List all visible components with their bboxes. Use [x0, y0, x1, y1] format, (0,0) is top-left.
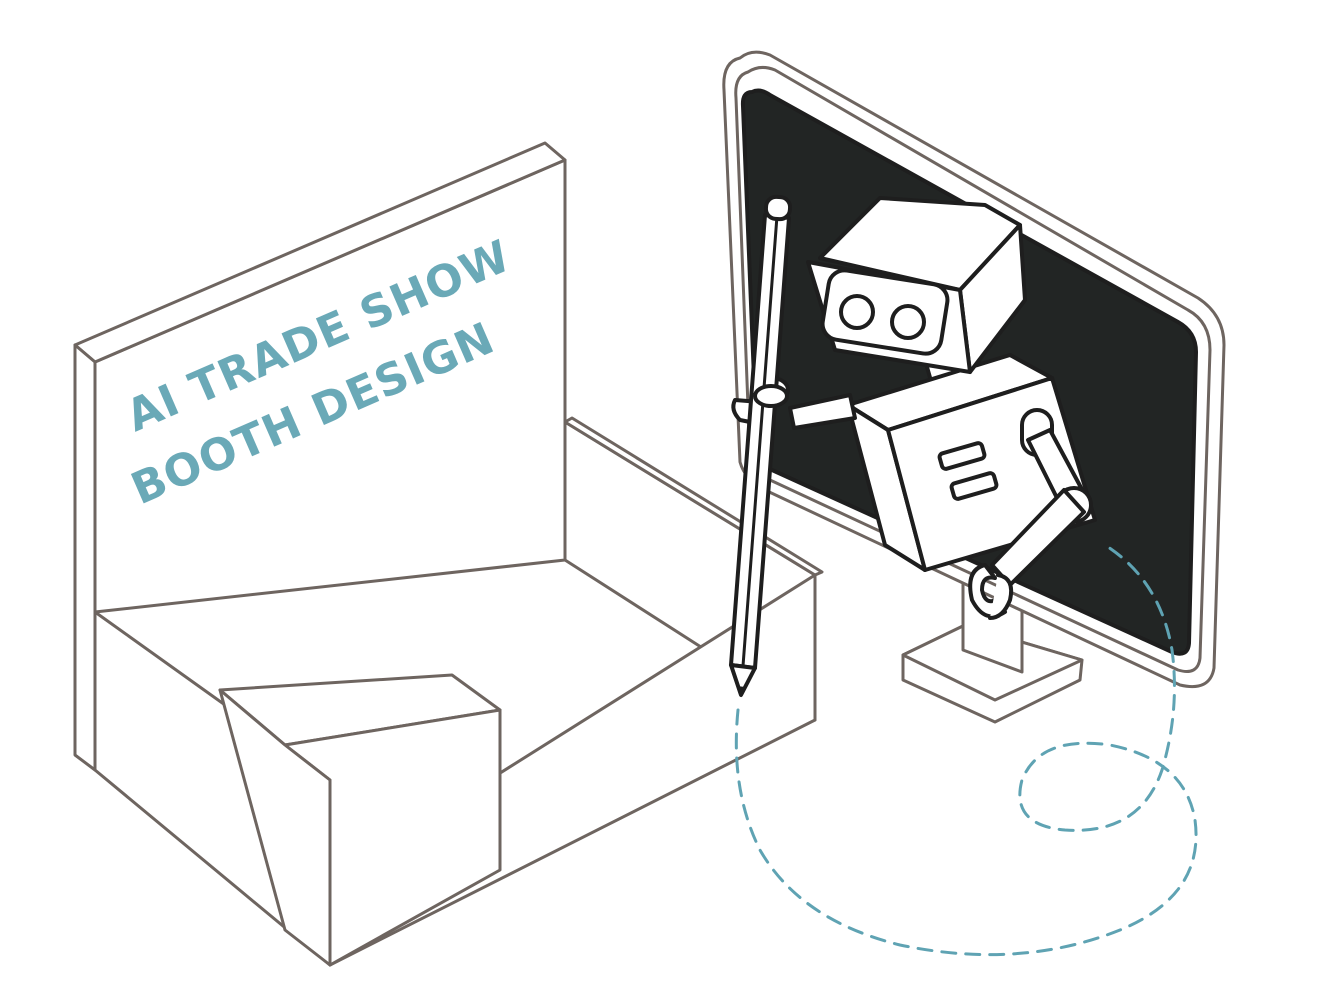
trade-show-booth: AI TRADE SHOW BOOTH DESIGN	[73, 141, 824, 967]
robot-body-slot-1	[937, 441, 987, 471]
robot-body-slot-2	[949, 471, 999, 501]
pencil-lead	[737, 686, 745, 695]
pencil-facet-line	[741, 214, 779, 668]
robot-left-eye	[839, 294, 875, 330]
robot-left-arm	[731, 376, 857, 430]
booth-back-wall-left-edge	[73, 343, 97, 772]
booth-counter	[218, 673, 502, 967]
robot-head	[806, 196, 1027, 374]
pencil	[729, 194, 793, 697]
robot-claw-2	[988, 573, 1014, 620]
pencil-eraser	[763, 194, 793, 222]
robot-grip-ring	[753, 384, 789, 408]
robot	[731, 196, 1097, 620]
pencil-tip	[729, 663, 757, 697]
robot-left-upper-arm	[788, 393, 857, 430]
robot-right-arm	[968, 408, 1093, 620]
counter-side	[218, 688, 332, 967]
robot-right-eye	[890, 304, 926, 340]
dashed-drawing-path	[734, 543, 1198, 957]
